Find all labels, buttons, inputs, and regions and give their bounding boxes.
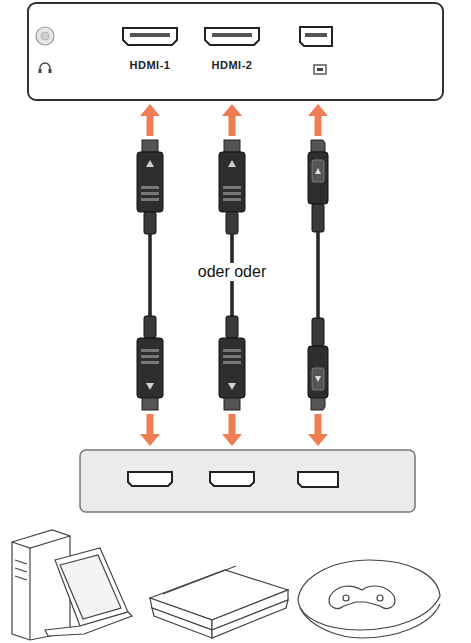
port-label: HDMI-2 — [212, 59, 253, 71]
alternative-note: oder oder — [195, 263, 270, 281]
hdmi-cable — [137, 140, 163, 410]
source-panel — [80, 450, 415, 512]
hdmi-port — [123, 28, 177, 45]
port-panel: HDMI-1 HDMI-2 — [28, 3, 443, 100]
displayport-cable — [308, 140, 328, 410]
direction-arrow — [308, 104, 328, 136]
pc-and-laptop — [12, 530, 132, 640]
hdmi-port — [205, 28, 259, 45]
port-label: HDMI-1 — [130, 59, 171, 71]
monitor-panel — [28, 3, 443, 100]
direction-arrow — [140, 104, 160, 136]
direction-arrow — [222, 414, 242, 446]
direction-arrow — [222, 104, 242, 136]
direction-arrow — [140, 414, 160, 446]
direction-arrow — [308, 414, 328, 446]
game-console — [298, 560, 440, 638]
game-console — [150, 566, 288, 638]
hdmi-port — [128, 472, 172, 486]
displayport-port — [300, 27, 332, 74]
displayport-port — [298, 472, 338, 487]
headphone-jack — [36, 27, 54, 73]
hdmi-port — [210, 472, 254, 486]
